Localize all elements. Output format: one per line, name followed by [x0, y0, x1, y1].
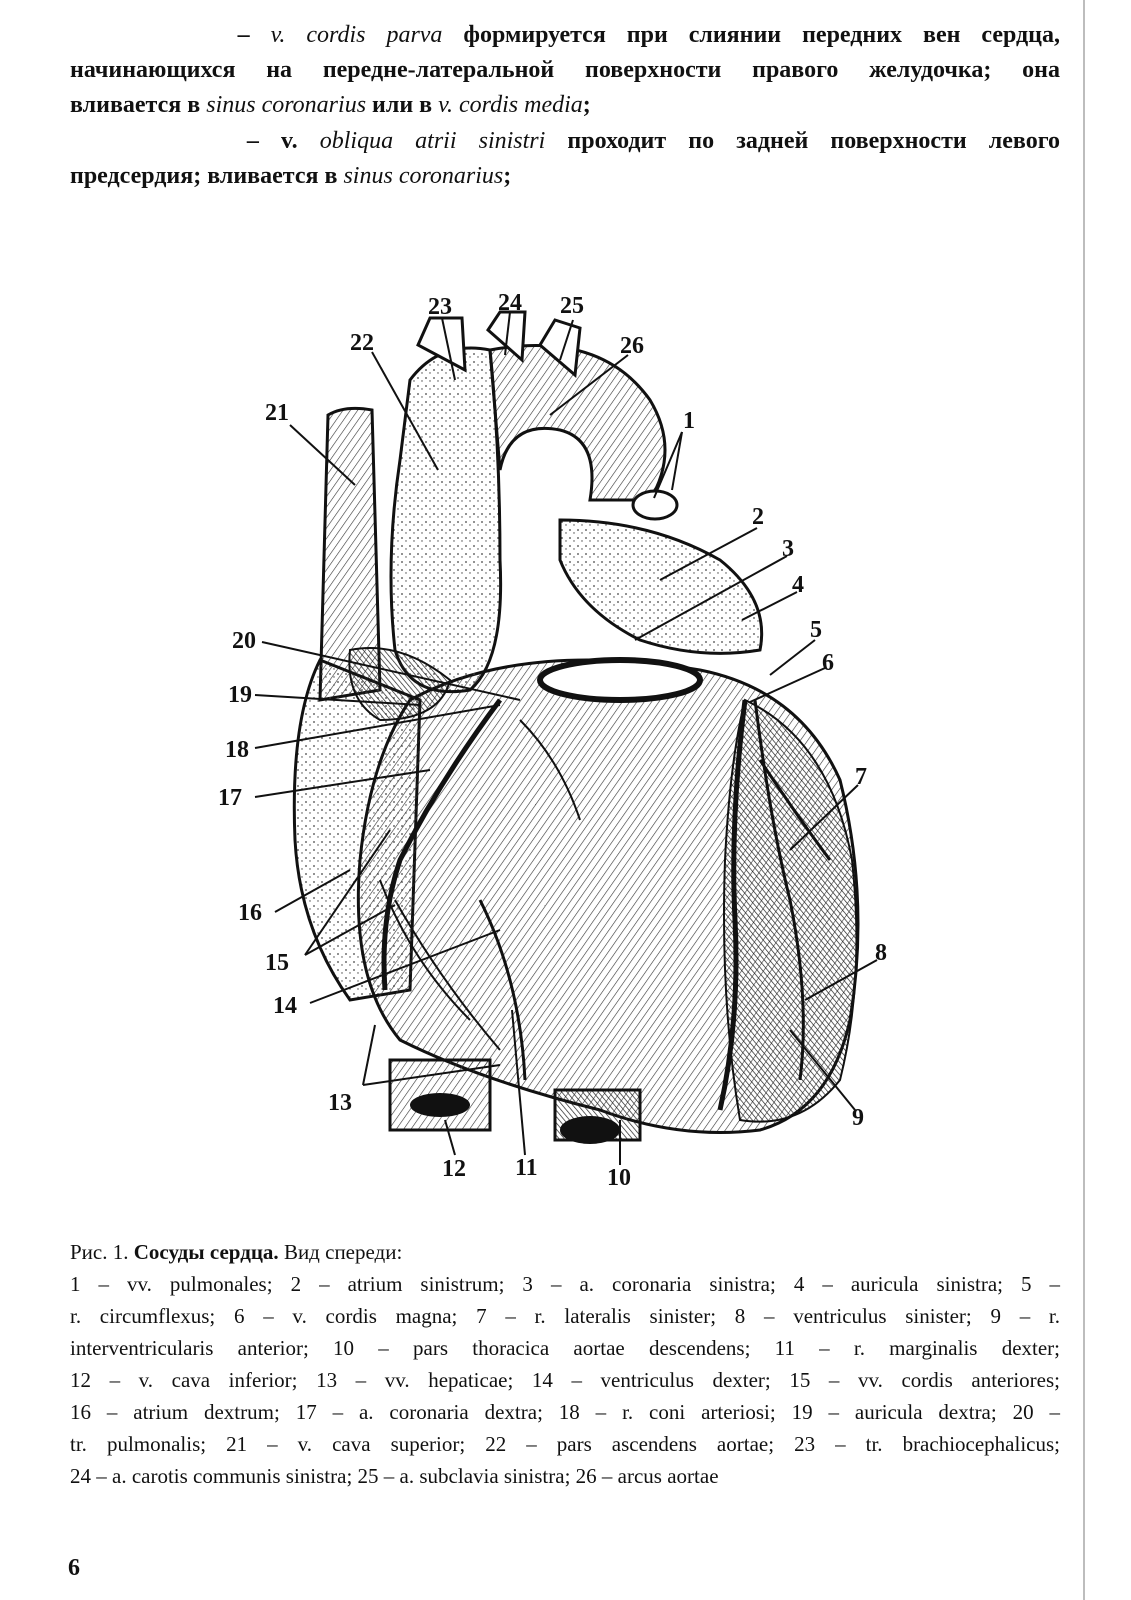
label-18: 18 — [225, 737, 249, 763]
label-1: 1 — [683, 408, 695, 434]
label-15: 15 — [265, 950, 289, 976]
paragraph-2: – v. obliqua atrii sinistri проходит по … — [70, 124, 1060, 194]
leader-lines — [254, 311, 878, 1165]
page-number: 6 — [68, 1555, 80, 1581]
brachiocephalic-trunk — [416, 316, 467, 373]
pulmonary-trunk — [537, 657, 703, 703]
ivc-opening — [410, 1093, 470, 1117]
term-v-cordis-media: v. cordis media — [438, 92, 583, 118]
heart-illustration: 1 2 3 4 5 6 7 8 9 10 11 12 13 14 15 16 1… — [218, 290, 887, 1191]
label-26: 26 — [620, 333, 644, 359]
label-13: 13 — [328, 1090, 352, 1116]
term-v-cordis-parva: v. cordis parva — [270, 22, 443, 48]
left-atrium — [558, 518, 764, 655]
label-17: 17 — [218, 785, 242, 811]
label-4: 4 — [792, 572, 804, 598]
label-10: 10 — [607, 1165, 631, 1191]
caption-line-6: tr. pulmonalis; 21 – v. cava superior; 2… — [70, 1432, 1060, 1456]
paragraph-1-line-2: начинающихся на передне-латеральной пове… — [70, 57, 1060, 83]
page-edge — [1083, 0, 1085, 1600]
caption-line-3: interventricularis anterior; 10 – pars t… — [70, 1336, 1060, 1360]
ascending-aorta — [389, 346, 503, 694]
left-subclavian — [538, 318, 582, 378]
label-12: 12 — [442, 1156, 466, 1182]
lateral-branch — [758, 759, 832, 861]
label-16: 16 — [238, 900, 262, 926]
label-3: 3 — [782, 536, 794, 562]
paragraph-1-line-3: вливается в sinus coronarius или в v. co… — [70, 92, 591, 118]
label-25: 25 — [560, 293, 584, 319]
paragraph-2-line-2: предсердия; вливается в sinus coronarius… — [70, 163, 512, 189]
anterior-interventricular-branch — [717, 699, 748, 1111]
term-obliqua-atrii-sinistri: obliqua atrii sinistri — [319, 128, 546, 154]
pulmonary-vein — [631, 489, 679, 521]
heart-vessels-figure: 1 2 3 4 5 6 7 8 9 10 11 12 13 14 15 16 1… — [210, 280, 930, 1210]
caption-line-4: 12 – v. cava inferior; 13 – vv. hepatica… — [70, 1368, 1060, 1392]
label-19: 19 — [228, 682, 252, 708]
caption-line-7: 24 – a. carotis communis sinistra; 25 – … — [70, 1464, 719, 1488]
left-ventricle — [723, 698, 858, 1123]
label-22: 22 — [350, 330, 374, 356]
label-21: 21 — [265, 400, 289, 426]
caption-line-5: 16 – atrium dextrum; 17 – a. coronaria d… — [70, 1400, 1060, 1424]
label-9: 9 — [852, 1105, 864, 1131]
caption-line-1: 1 – vv. pulmonales; 2 – atrium sinistrum… — [70, 1272, 1060, 1296]
superior-vena-cava — [318, 406, 382, 702]
marginal-branch — [478, 899, 527, 1081]
label-7: 7 — [855, 764, 867, 790]
caption-line-2: r. circumflexus; 6 – v. cordis magna; 7 … — [70, 1304, 1060, 1328]
aorta-opening — [560, 1116, 620, 1144]
label-5: 5 — [810, 617, 822, 643]
paragraph-1-line-1: – v. cordis parva формируется при слияни… — [237, 22, 1060, 48]
figure-caption: Рис. 1. Сосуды сердца. Вид спереди: 1 – … — [70, 1236, 1060, 1492]
label-8: 8 — [875, 940, 887, 966]
anterior-cardiac-veins — [379, 879, 501, 1051]
label-6: 6 — [822, 650, 834, 676]
paragraph-1: – v. cordis parva формируется при слияни… — [70, 18, 1060, 123]
label-14: 14 — [273, 993, 297, 1019]
term-sinus-coronarius: sinus coronarius — [206, 92, 367, 118]
label-23: 23 — [428, 294, 452, 320]
aortic-arch — [488, 344, 667, 502]
right-coronary-artery — [381, 698, 503, 991]
label-2: 2 — [752, 504, 764, 530]
label-11: 11 — [515, 1155, 538, 1181]
label-20: 20 — [232, 628, 256, 654]
label-24: 24 — [498, 290, 522, 316]
caption-title: Рис. 1. Сосуды сердца. Вид спереди: — [70, 1240, 403, 1264]
conus-branch — [519, 719, 581, 821]
term-sinus-coronarius-2: sinus coronarius — [343, 163, 504, 189]
paragraph-2-line-1: – v. obliqua atrii sinistri проходит по … — [246, 128, 1061, 154]
